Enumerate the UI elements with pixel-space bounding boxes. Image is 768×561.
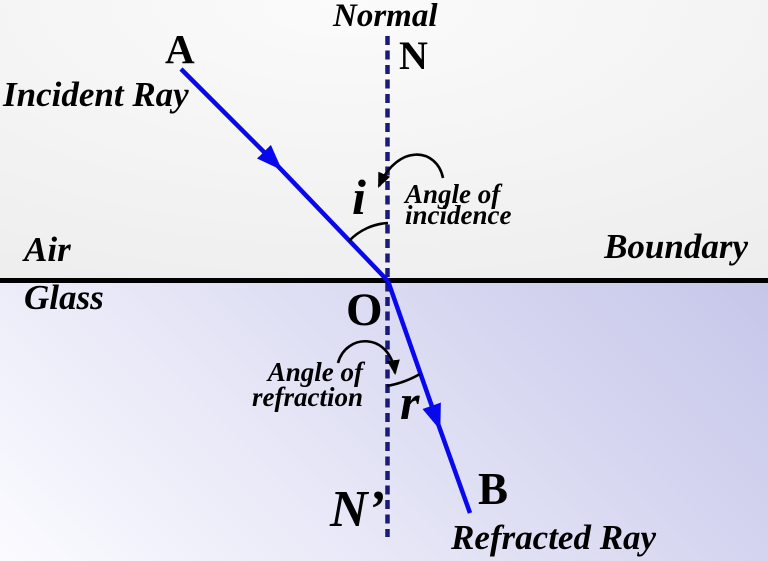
angle-of-incidence-caption-line1: Angle of <box>405 179 501 209</box>
incident-ray-label: Incident Ray <box>3 75 189 114</box>
point-b-label: B <box>478 464 509 514</box>
angle-of-incidence-caption: Angle of incidence <box>405 179 512 230</box>
normal-title: Normal <box>333 0 438 34</box>
angle-r-symbol: r <box>400 374 420 430</box>
angle-i-symbol: i <box>352 169 366 225</box>
normal-top-label: N <box>399 33 428 78</box>
angle-of-refraction-caption-line1: Angle of <box>267 357 363 387</box>
glass-label: Glass <box>24 278 104 317</box>
refracted-ray-label: Refracted Ray <box>451 518 657 557</box>
angle-of-incidence-caption-line2: incidence <box>405 200 512 230</box>
angle-of-refraction-caption: Angle of refraction <box>233 357 363 412</box>
refraction-callout-arrow <box>336 339 400 376</box>
point-o-label: O <box>346 284 383 336</box>
boundary-label: Boundary <box>604 227 748 266</box>
glass-region <box>0 283 768 561</box>
angle-r-arc <box>386 372 421 388</box>
air-region <box>0 0 768 278</box>
refracted-ray-line <box>385 280 473 514</box>
point-a-label: A <box>165 26 195 72</box>
angle-of-refraction-caption-line2: refraction <box>252 382 363 412</box>
air-label: Air <box>24 230 71 269</box>
normal-bottom-label: N’ <box>330 481 385 538</box>
angle-i-arc <box>348 221 389 242</box>
incidence-callout-arrow <box>377 153 445 188</box>
